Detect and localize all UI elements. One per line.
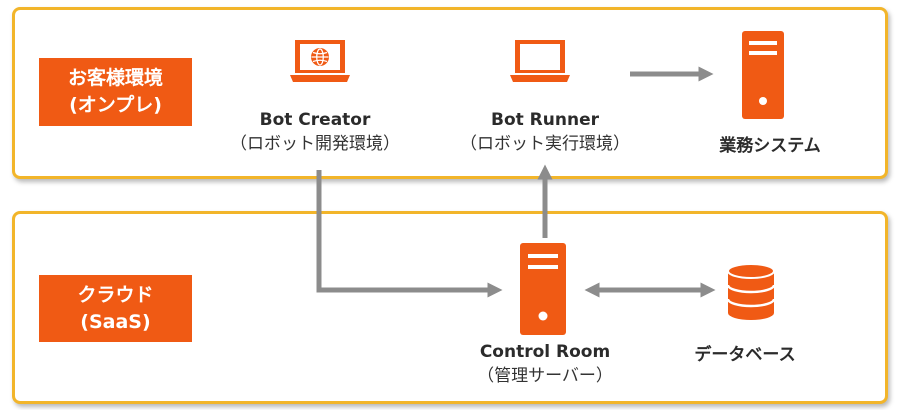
zone-label-onprem: お客様環境 (オンプレ) <box>39 58 192 126</box>
bot-creator-label: Bot Creator （ロボット開発環境） <box>215 108 415 156</box>
control-room-sub: （管理サーバー） <box>477 366 613 386</box>
bot-runner-label: Bot Runner （ロボット実行環境） <box>430 108 660 156</box>
zone-onprem-line2: (オンプレ) <box>69 94 162 116</box>
globe-icon <box>311 48 329 66</box>
business-system-label: 業務システム <box>719 136 821 156</box>
bot-creator-sub: （ロボット開発環境） <box>230 134 400 154</box>
bot-runner-sub: （ロボット実行環境） <box>460 134 630 154</box>
zone-onprem-line1: お客様環境 <box>67 67 163 89</box>
zone-cloud-line1: クラウド <box>77 283 154 306</box>
control-room-label: Control Room （管理サーバー） <box>445 340 645 388</box>
database-label: データベース <box>694 345 796 365</box>
arrow-creator-to-control-room <box>316 170 503 298</box>
bot-runner-name: Bot Runner <box>491 110 599 130</box>
database-icon <box>726 263 776 320</box>
control-room-server-icon <box>520 243 566 335</box>
control-room-name: Control Room <box>479 342 611 362</box>
bot-creator-name: Bot Creator <box>259 110 371 130</box>
laptop-icon <box>510 40 570 82</box>
laptop-globe-icon <box>290 40 350 82</box>
server-icon <box>742 31 784 119</box>
zone-label-cloud: クラウド (SaaS) <box>39 275 192 342</box>
zone-cloud-line2: (SaaS) <box>80 310 151 333</box>
